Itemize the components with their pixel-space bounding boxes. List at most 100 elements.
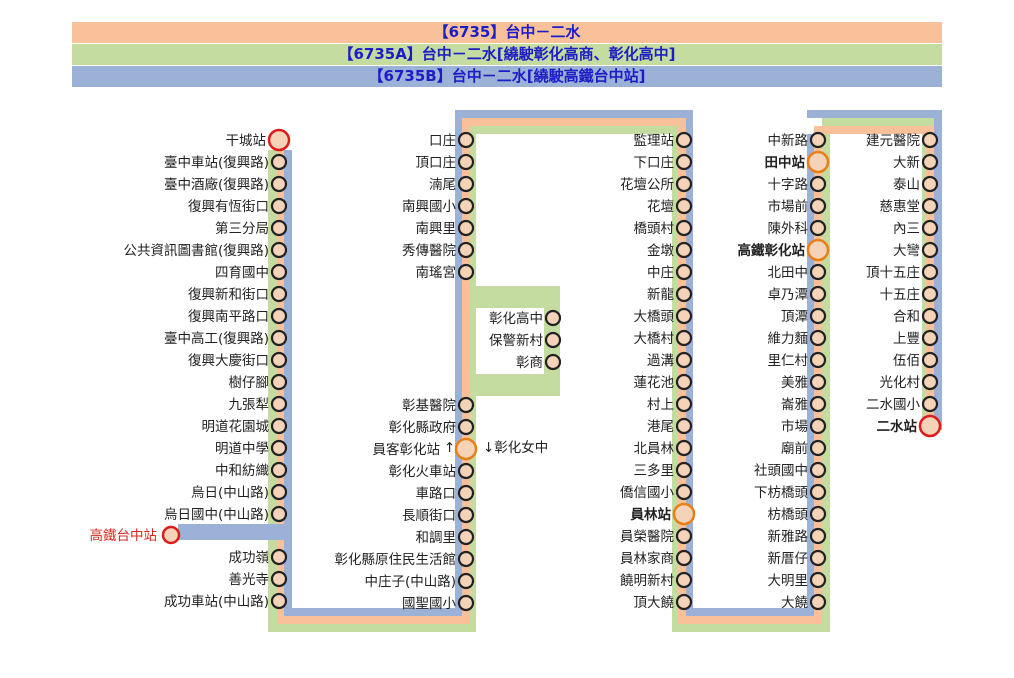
stop-marker-二水站 xyxy=(918,414,942,438)
stop-label: 大橋頭 xyxy=(634,309,675,325)
stop-marker-口庄 xyxy=(457,131,475,149)
stop-marker-二水國小 xyxy=(921,395,939,413)
stop-marker-員林站 xyxy=(672,502,696,526)
stop-marker-港尾 xyxy=(675,417,693,435)
line-6735A-bottom-1 xyxy=(268,624,476,632)
stop-label: 臺中車站(復興路) xyxy=(164,154,269,171)
stop-label: 南興國小 xyxy=(402,199,456,215)
stop-label: 復興大慶街口 xyxy=(188,352,269,369)
stop-marker-橋頭村 xyxy=(675,219,693,237)
stop-label: 中庄子(中山路) xyxy=(364,573,456,590)
line-6735-bottom-2 xyxy=(678,616,822,624)
stop-marker-南興國小 xyxy=(457,197,475,215)
stop-label: 口庄 xyxy=(429,132,456,149)
stop-label: 蓮花池 xyxy=(634,375,675,391)
stop-label: 田中站 xyxy=(765,154,806,171)
stop-marker-新龍 xyxy=(675,285,693,303)
line-6735B-top-2 xyxy=(807,110,942,118)
stop-label: 和調里 xyxy=(416,530,457,546)
stop-label: 港尾 xyxy=(647,419,674,435)
stop-label: 車路口 xyxy=(416,486,457,502)
stop-marker-光化村 xyxy=(921,373,939,391)
stop-marker-饒明新村 xyxy=(675,571,693,589)
stop-marker-湳尾 xyxy=(457,175,475,193)
stop-label: 新厝仔 xyxy=(768,551,809,567)
stop-marker-村上 xyxy=(675,395,693,413)
stop-label: 彰化縣政府 xyxy=(389,419,457,436)
stop-marker-內三 xyxy=(921,219,939,237)
stop-marker-明道中學 xyxy=(270,439,288,457)
stop-marker-新雅路 xyxy=(809,527,827,545)
stop-label: 明道花園城 xyxy=(202,419,270,435)
stop-marker-大新 xyxy=(921,153,939,171)
route-lines xyxy=(178,110,942,632)
line-6735A-top-1 xyxy=(470,126,678,134)
stop-marker-里仁村 xyxy=(809,351,827,369)
stop-marker-成功嶺 xyxy=(270,548,288,566)
stop-marker-田中站 xyxy=(806,150,830,174)
stop-marker-南瑤宮 xyxy=(457,263,475,281)
route-6735-banner: 【6735】台中－二水 xyxy=(72,22,942,43)
stop-marker-復興南平路口 xyxy=(270,307,288,325)
stop-label: 湳尾 xyxy=(429,177,456,193)
stop-label: 十字路 xyxy=(768,177,809,193)
stop-label: 頂口庄 xyxy=(416,154,457,171)
line-6735A-col1 xyxy=(268,150,277,632)
down-note-changhua-girls: ↓彰化女中 xyxy=(483,439,548,456)
stop-label: 三多里 xyxy=(634,462,675,479)
stop-marker-慈惠堂 xyxy=(921,197,939,215)
stop-marker-成功車站(中山路) xyxy=(270,592,288,610)
stop-marker-枋橋頭 xyxy=(809,505,827,523)
stop-label: 干城站 xyxy=(226,133,267,149)
stop-marker-頂潭 xyxy=(809,307,827,325)
stop-label: 橋頭村 xyxy=(634,221,675,237)
stop-marker-下口庄 xyxy=(675,153,693,171)
stop-marker-花壇公所 xyxy=(675,175,693,193)
stop-marker-中庄子(中山路) xyxy=(457,572,475,590)
stop-marker-社頭國中 xyxy=(809,461,827,479)
stop-marker-彰化火車站 xyxy=(457,462,475,480)
stop-marker-蓮花池 xyxy=(675,373,693,391)
stop-label-hsr-taichung: 高鐵台中站 xyxy=(90,527,158,544)
stop-marker-廟前 xyxy=(809,439,827,457)
stop-label: 公共資訊圖書館(復興路) xyxy=(123,242,269,259)
stop-label: 僑信國小 xyxy=(620,485,674,501)
stop-marker-保警新村 xyxy=(544,331,562,349)
stop-marker-監理站 xyxy=(675,131,693,149)
stop-marker-九張犁 xyxy=(270,395,288,413)
stop-label: 下口庄 xyxy=(634,154,675,171)
stop-marker-復興新和街口 xyxy=(270,285,288,303)
stop-marker-新厝仔 xyxy=(809,549,827,567)
line-6735B-bottom-1 xyxy=(284,608,476,616)
stop-label: 饒明新村 xyxy=(620,572,674,589)
stop-label: 枋橋頭 xyxy=(768,507,809,523)
stop-label: 慈惠堂 xyxy=(880,199,921,215)
stop-markers xyxy=(161,128,942,612)
stop-label: 過溝 xyxy=(647,353,674,369)
stop-marker-臺中車站(復興路) xyxy=(270,153,288,171)
stop-marker-上豐 xyxy=(921,329,939,347)
stop-marker-伍佰 xyxy=(921,351,939,369)
line-6735A-col4 xyxy=(822,118,830,632)
stop-label: 明道中學 xyxy=(215,441,269,457)
stop-marker-市場前 xyxy=(809,197,827,215)
stop-marker-長順街口 xyxy=(457,506,475,524)
stop-label: 金墩 xyxy=(647,243,675,259)
stop-marker-卓乃潭 xyxy=(809,285,827,303)
stop-label: 伍佰 xyxy=(893,353,920,369)
stop-label: 九張犁 xyxy=(229,397,270,413)
stop-label: 四育國中 xyxy=(215,265,269,281)
stop-label: 內三 xyxy=(893,221,920,237)
stop-label: 陳外科 xyxy=(768,221,809,237)
stop-label: 市場 xyxy=(781,418,808,435)
stop-marker-明道花園城 xyxy=(270,417,288,435)
stop-marker-十字路 xyxy=(809,175,827,193)
stop-label: 監理站 xyxy=(634,132,675,149)
stop-label: 員客彰化站 xyxy=(373,441,441,458)
stop-label: 頂大饒 xyxy=(634,594,675,611)
stop-label: 高鐵彰化站 xyxy=(738,242,806,259)
stop-label: 中庄 xyxy=(647,264,674,281)
stop-marker-金墩 xyxy=(675,241,693,259)
stop-label: 中和紡織 xyxy=(215,463,269,479)
stop-marker-建元醫院 xyxy=(921,131,939,149)
